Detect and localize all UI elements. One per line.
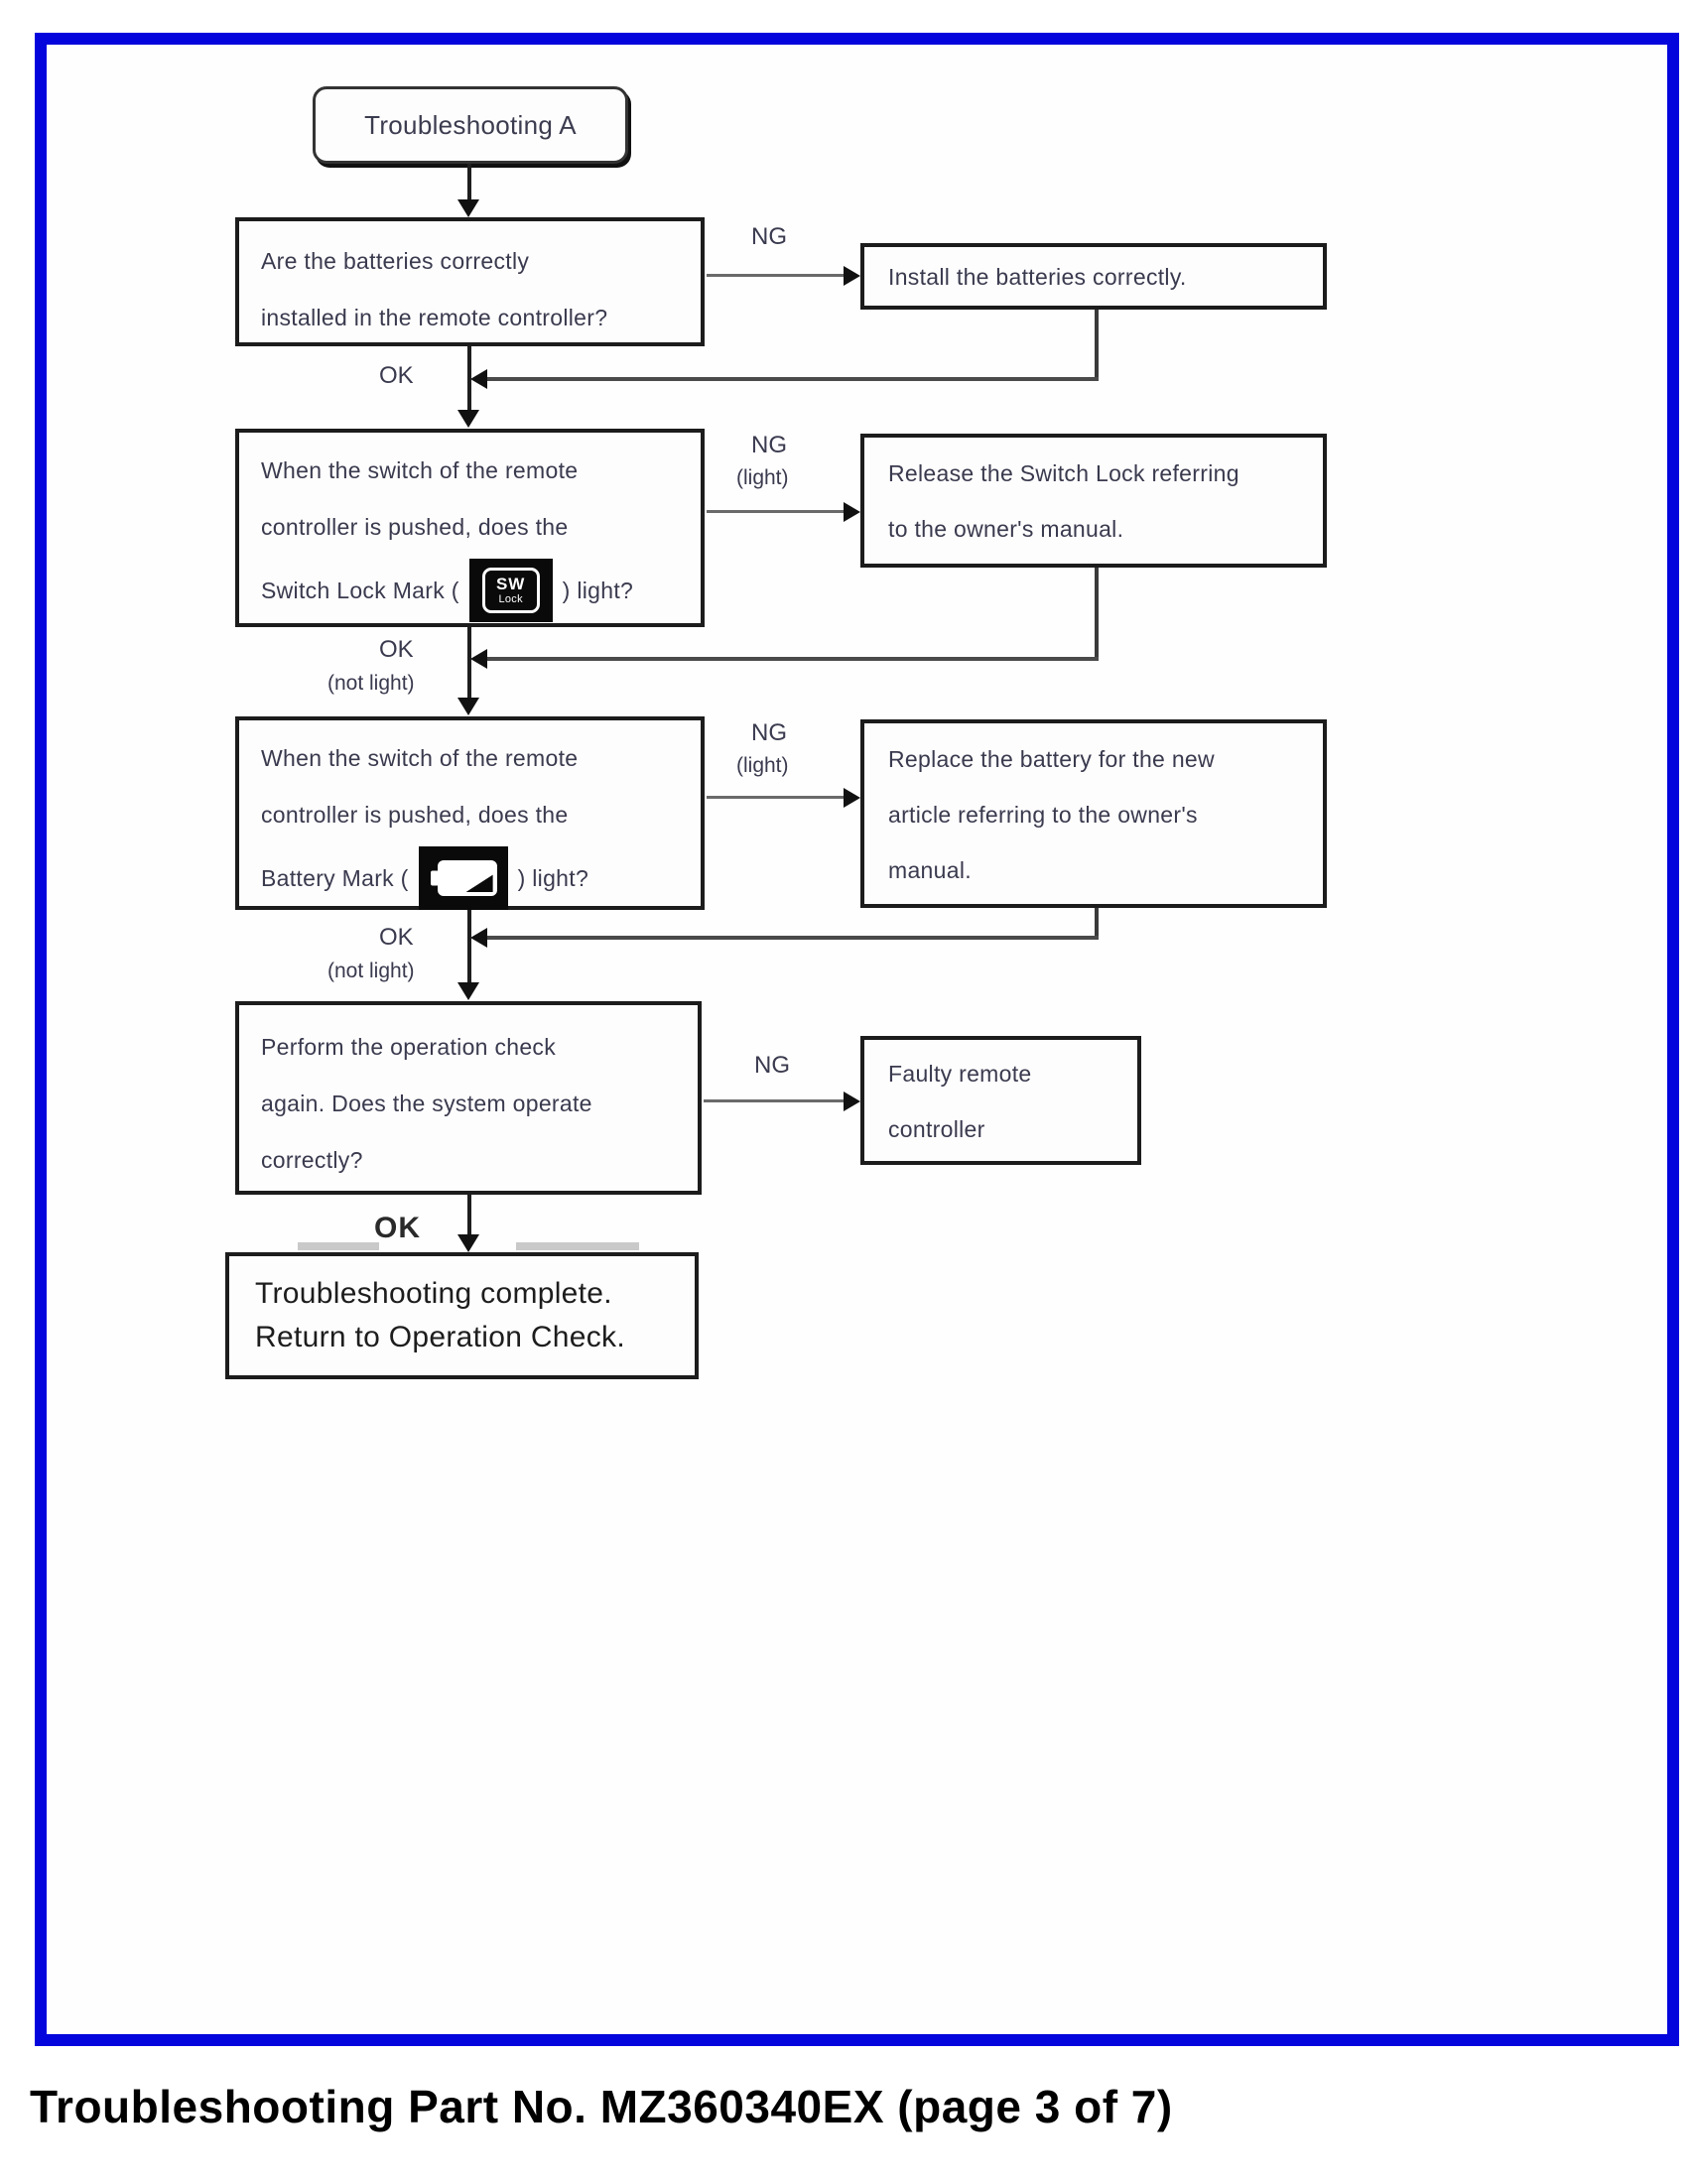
question-line: controller is pushed, does the	[261, 514, 569, 540]
switch-lock-icon: SW Lock	[468, 559, 553, 622]
branch-label-ok: OK	[379, 924, 414, 951]
action-box-install-batteries: Install the batteries correctly.	[860, 243, 1327, 310]
return-line-a2-horizontal	[486, 657, 1099, 661]
question-line: Are the batteries correctly	[261, 248, 530, 274]
connector-q3-to-q4	[467, 910, 471, 984]
arrowhead-left-icon	[470, 369, 487, 389]
end-node: Troubleshooting complete. Return to Oper…	[225, 1252, 699, 1379]
action-line: Release the Switch Lock referring	[888, 459, 1239, 486]
question-box-switch-lock: When the switch of the remote controller…	[235, 429, 705, 627]
branch-sublabel: (not light)	[327, 672, 415, 695]
action-line: controller	[888, 1115, 985, 1142]
arrowhead-left-icon	[470, 649, 487, 669]
arrowhead-right-icon	[844, 1092, 860, 1111]
connector-q4-to-end	[467, 1195, 471, 1236]
page-frame: Troubleshooting A Are the batteries corr…	[35, 33, 1679, 2046]
question-inline-prefix: Battery Mark (	[261, 864, 409, 891]
arrowhead-down-icon	[457, 1234, 479, 1252]
action-line: Faulty remote	[888, 1060, 1032, 1087]
branch-label-ng: NG	[754, 1052, 790, 1079]
arrowhead-down-icon	[457, 410, 479, 428]
branch-sublabel: (light)	[736, 466, 789, 489]
question-line: When the switch of the remote	[261, 745, 579, 771]
action-box-replace-battery: Replace the battery for the new article …	[860, 719, 1327, 908]
arrowhead-right-icon	[844, 502, 860, 522]
action-line: article referring to the owner's	[888, 801, 1198, 828]
branch-label-ng: NG	[751, 432, 787, 458]
return-line-a3-vertical	[1095, 908, 1099, 938]
question-line: correctly?	[261, 1147, 363, 1173]
connector-q2-to-q3	[467, 627, 471, 700]
end-line: Return to Operation Check.	[255, 1321, 625, 1353]
switch-lock-text-top: SW	[495, 575, 526, 593]
action-box-faulty-remote: Faulty remote controller	[860, 1036, 1141, 1165]
branch-sublabel: (light)	[736, 754, 789, 777]
question-box-batteries: Are the batteries correctly installed in…	[235, 217, 705, 346]
connector-q4-ng	[704, 1099, 846, 1102]
question-box-operation-check: Perform the operation check again. Does …	[235, 1001, 702, 1195]
battery-nub	[430, 870, 439, 886]
branch-label-ok: OK	[379, 636, 414, 663]
question-line: again. Does the system operate	[261, 1091, 592, 1116]
arrowhead-right-icon	[844, 788, 860, 808]
branch-label-ng: NG	[751, 719, 787, 746]
question-line-with-icon: Switch Lock Mark ( SW Lock ) light?	[239, 556, 701, 625]
page-caption: Troubleshooting Part No. MZ360340EX (pag…	[30, 2081, 1173, 2132]
arrowhead-right-icon	[844, 266, 860, 286]
question-line: installed in the remote controller?	[261, 305, 608, 330]
action-box-release-switch-lock: Release the Switch Lock referring to the…	[860, 434, 1327, 568]
connector-start-to-q1	[467, 164, 471, 201]
connector-q2-ng	[707, 510, 846, 513]
connector-q1-ng	[707, 274, 846, 277]
arrowhead-down-icon	[457, 698, 479, 715]
connector-q1-to-q2	[467, 346, 471, 412]
battery-body	[430, 860, 497, 896]
scan-artifact	[516, 1242, 639, 1250]
battery-cut	[465, 874, 493, 892]
battery-icon	[418, 846, 508, 910]
question-line: controller is pushed, does the	[261, 802, 569, 828]
arrowhead-down-icon	[457, 982, 479, 1000]
question-line: Perform the operation check	[261, 1034, 557, 1060]
return-line-a2-vertical	[1095, 568, 1099, 660]
end-line: Troubleshooting complete.	[255, 1277, 612, 1310]
switch-lock-badge: SW Lock	[481, 568, 540, 613]
start-node-label: Troubleshooting A	[364, 109, 577, 140]
switch-lock-text-bottom: Lock	[498, 593, 523, 605]
question-line: When the switch of the remote	[261, 457, 579, 483]
return-line-a3-horizontal	[486, 936, 1099, 940]
question-inline-suffix: ) light?	[517, 864, 589, 891]
question-line-with-icon: Battery Mark ( ) light?	[239, 843, 701, 913]
branch-label-ok: OK	[379, 362, 414, 389]
action-line: to the owner's manual.	[888, 515, 1124, 542]
return-line-a1-vertical	[1095, 310, 1099, 380]
arrowhead-left-icon	[470, 928, 487, 948]
branch-sublabel: (not light)	[327, 960, 415, 982]
branch-label-ok: OK	[374, 1212, 421, 1244]
question-box-battery-mark: When the switch of the remote controller…	[235, 716, 705, 910]
question-inline-prefix: Switch Lock Mark (	[261, 577, 459, 603]
action-line: Replace the battery for the new	[888, 745, 1215, 772]
question-inline-suffix: ) light?	[562, 577, 634, 603]
connector-q3-ng	[707, 796, 846, 799]
action-line: Install the batteries correctly.	[888, 263, 1187, 290]
action-line: manual.	[888, 856, 972, 883]
return-line-a1-horizontal	[486, 377, 1099, 381]
start-node: Troubleshooting A	[313, 86, 628, 164]
arrowhead-down-icon	[457, 199, 479, 217]
scan-artifact	[298, 1242, 379, 1250]
branch-label-ng: NG	[751, 223, 787, 250]
